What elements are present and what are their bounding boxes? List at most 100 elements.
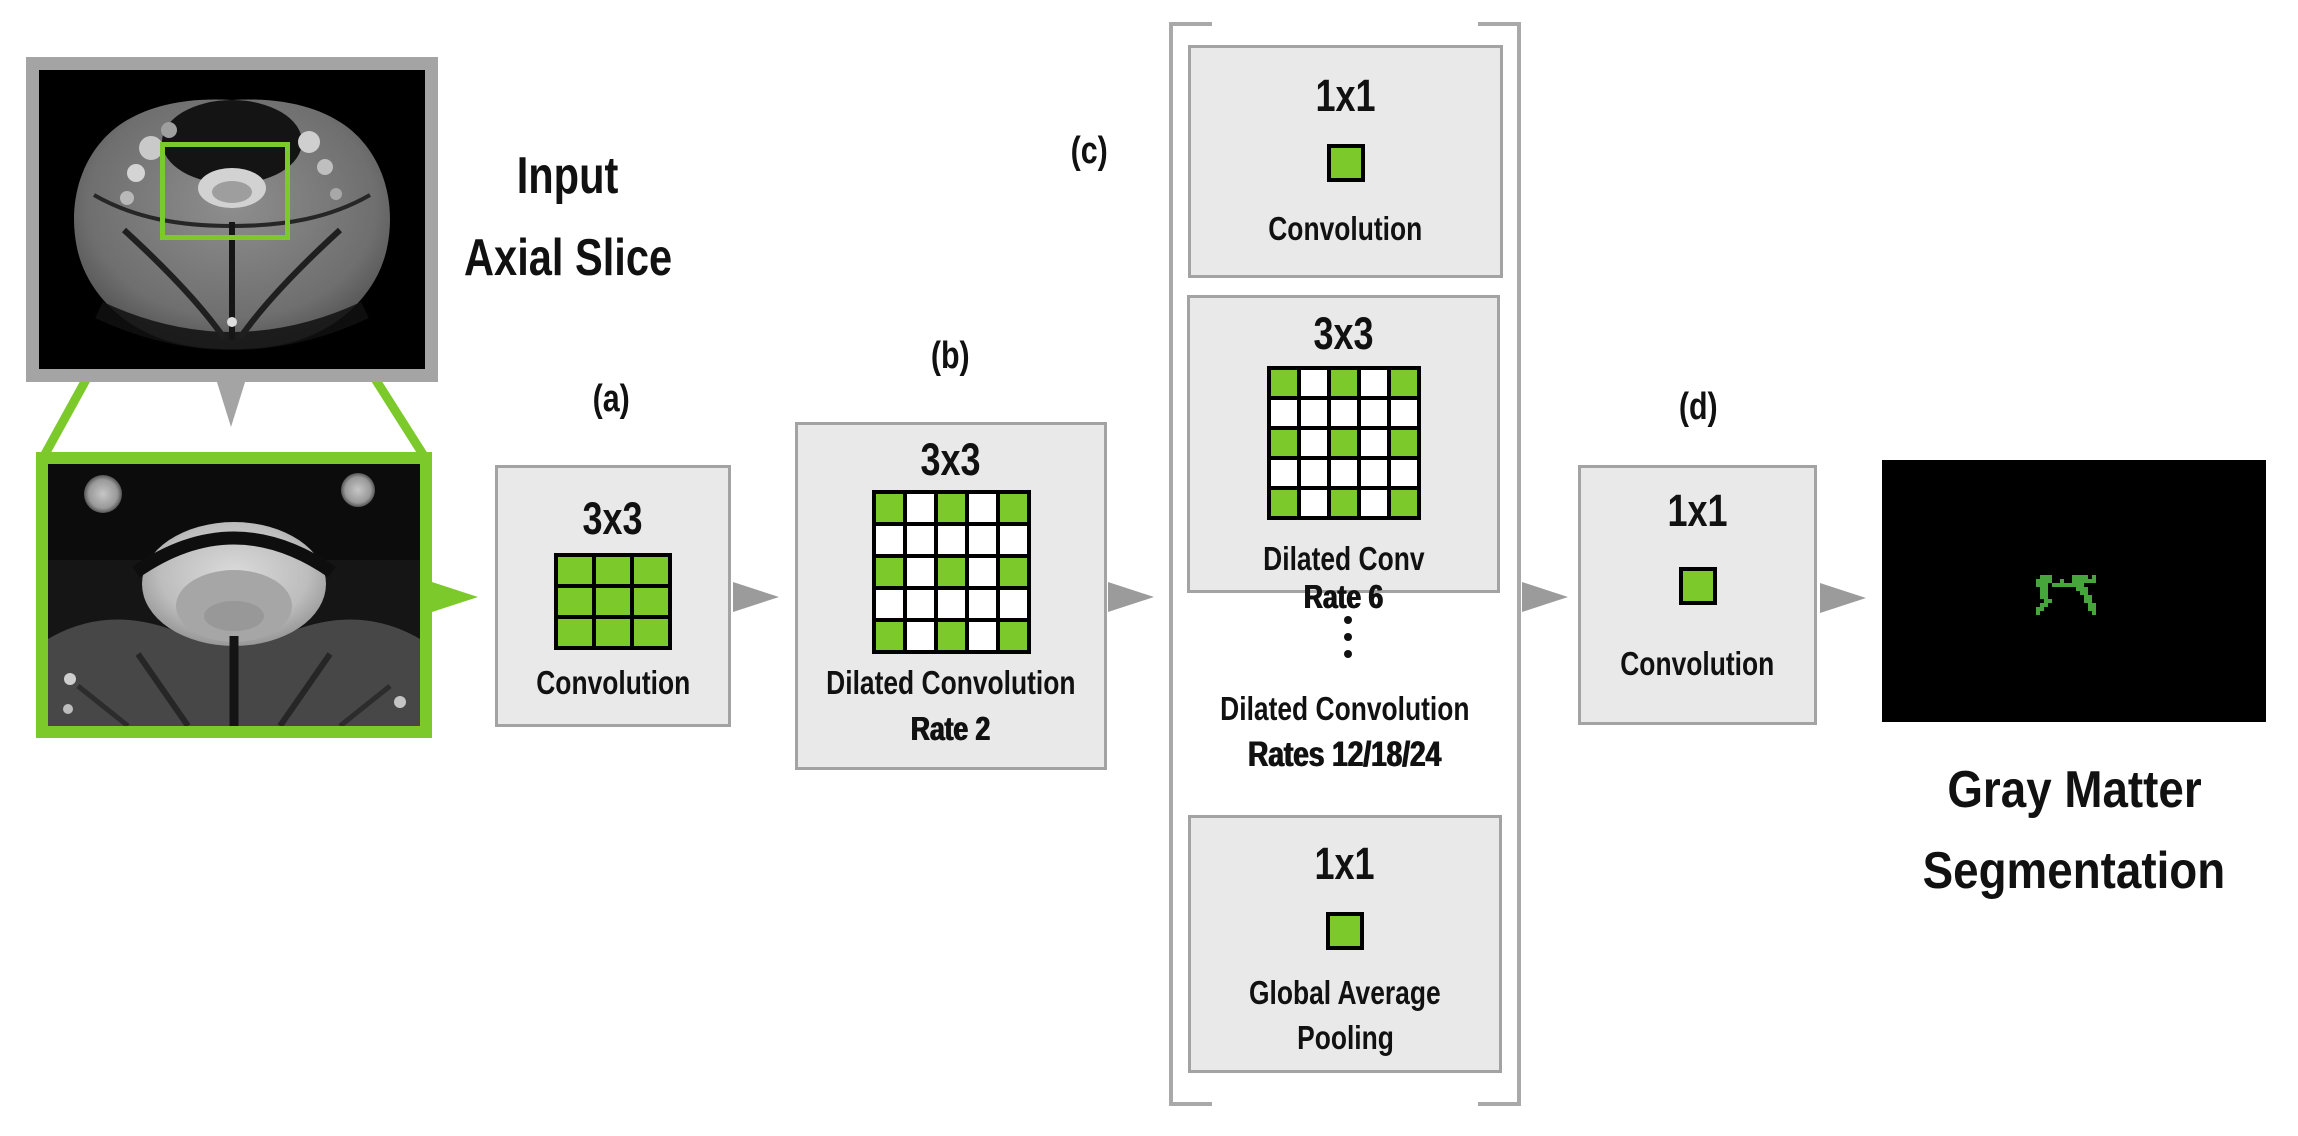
output-segmentation-image	[1882, 460, 2266, 722]
c-pool-kernel-text: 1x1	[1314, 838, 1376, 889]
c-more-line2-text: Rates 12/18/24	[1248, 735, 1442, 774]
arrow-d-to-output	[1820, 583, 1866, 613]
mask-pixel	[2044, 595, 2048, 599]
stage-a-box: 3x3 Convolution	[495, 465, 731, 727]
stage-a-tag: (a)	[551, 378, 671, 421]
mask-pixel	[2076, 579, 2080, 583]
stage-a-caption: Convolution	[517, 664, 709, 702]
stage-d-caption: Convolution	[1601, 645, 1793, 683]
kernel-cell	[634, 588, 668, 615]
stage-b-rate-text: Rate 2	[911, 710, 991, 747]
roi-highlight-box	[160, 142, 290, 240]
kernel-cell	[1330, 460, 1357, 486]
input-label: Input Axial Slice	[418, 135, 718, 299]
kernel-cell	[1270, 430, 1297, 456]
mask-pixel	[2088, 595, 2092, 599]
kernel-grid-dilated	[1266, 366, 1421, 520]
mask-pixel	[2068, 583, 2072, 587]
mask-pixel	[2092, 607, 2096, 611]
mask-pixel	[2080, 587, 2084, 591]
kernel-cell	[1270, 400, 1297, 426]
zoom-output-arrow	[432, 582, 478, 612]
mask-pixel	[2072, 579, 2076, 583]
kernel-cell	[968, 494, 996, 522]
mask-pixel	[2056, 583, 2060, 587]
kernel-cell	[968, 622, 996, 650]
kernel-cell	[937, 622, 965, 650]
kernel-cell	[1330, 400, 1357, 426]
kernel-cell	[1360, 460, 1387, 486]
kernel-cell	[1390, 370, 1417, 396]
kernel-cell	[937, 590, 965, 618]
zoom-pointer-triangle	[216, 379, 246, 427]
c-conv-caption: Convolution	[1249, 210, 1441, 248]
mask-pixel	[2076, 587, 2080, 591]
mask-pixel	[2048, 579, 2052, 583]
stage-c-tag-text: (c)	[1070, 130, 1108, 172]
mask-pixel	[2036, 611, 2040, 615]
kernel-cell	[999, 494, 1027, 522]
kernel-cell	[1330, 916, 1360, 946]
kernel-size-label: 1x1	[1308, 73, 1383, 118]
kernel-size-label: 3x3	[575, 496, 650, 541]
mri-frame	[26, 57, 438, 382]
mask-pixel	[2064, 583, 2068, 587]
mask-pixel	[2044, 599, 2048, 603]
kernel-grid-dilated	[871, 490, 1031, 654]
kernel-cell	[558, 619, 592, 646]
mask-pixel	[2040, 607, 2044, 611]
mask-pixel	[2044, 603, 2048, 607]
mask-pixel	[2072, 583, 2076, 587]
mask-pixel	[2048, 575, 2052, 579]
stage-b-caption: Dilated Convolution	[795, 664, 1107, 702]
mask-pixel	[2080, 591, 2084, 595]
kernel-cell	[1330, 430, 1357, 456]
c-dilated-kernel-text: 3x3	[1313, 308, 1374, 359]
output-label-line1: Gray Matter	[1946, 761, 2202, 819]
kernel-cell	[1360, 370, 1387, 396]
arrow-c-to-d	[1522, 582, 1568, 612]
stage-a-tag-text: (a)	[592, 378, 630, 420]
mask-pixel	[2088, 579, 2092, 583]
kernel-cell	[968, 590, 996, 618]
kernel-cell	[1390, 490, 1417, 516]
mask-pixel	[2088, 599, 2092, 603]
kernel-cell	[596, 557, 630, 584]
kernel-cell	[937, 494, 965, 522]
kernel-cell	[634, 619, 668, 646]
stage-b-caption-text: Dilated Convolution	[826, 664, 1076, 701]
mask-pixel	[2040, 587, 2044, 591]
stage-b-tag: (b)	[890, 335, 1010, 378]
stage-d-caption-text: Convolution	[1620, 645, 1775, 682]
c-more-line1-text: Dilated Convolution	[1220, 690, 1470, 727]
kernel-cell	[875, 558, 903, 586]
mask-pixel	[2080, 583, 2084, 587]
mask-pixel	[2044, 579, 2048, 583]
kernel-cell	[906, 526, 934, 554]
c-dilated-caption-text: Dilated Conv	[1262, 540, 1425, 577]
segmentation-mask	[2032, 575, 2100, 615]
mask-pixel	[2040, 583, 2044, 587]
mask-pixel	[2088, 607, 2092, 611]
kernel-cell	[596, 619, 630, 646]
c-conv-kernel-text: 1x1	[1315, 70, 1376, 121]
kernel-cell	[1300, 370, 1327, 396]
stage-c-pool-box: 1x1 Global Average Pooling	[1188, 815, 1502, 1073]
zoomed-roi-image	[36, 452, 432, 738]
kernel-cell	[1330, 148, 1361, 178]
c-pool-caption-line2: Pooling	[1296, 1019, 1394, 1056]
mask-pixel	[2092, 579, 2096, 583]
kernel-cell	[558, 557, 592, 584]
kernel-grid-1x1	[1326, 144, 1365, 182]
kernel-grid-3x3	[554, 553, 672, 650]
stage-b-kernel-text: 3x3	[920, 434, 982, 485]
kernel-grid-1x1	[1678, 567, 1717, 605]
kernel-cell	[999, 558, 1027, 586]
stage-d-tag-text: (d)	[1678, 386, 1718, 428]
aspp-bracket-right	[1478, 22, 1521, 1106]
mask-pixel	[2080, 575, 2084, 579]
kernel-size-label: 1x1	[1307, 841, 1382, 886]
kernel-cell	[1300, 400, 1327, 426]
mask-pixel	[2072, 575, 2076, 579]
stage-d-tag: (d)	[1638, 386, 1758, 429]
